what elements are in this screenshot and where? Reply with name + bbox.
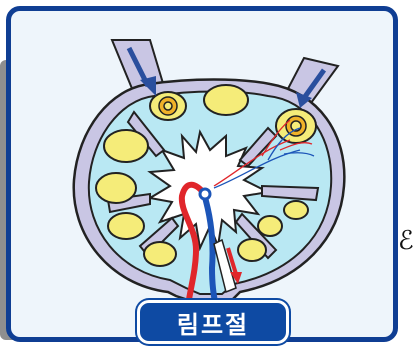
follicle: [104, 130, 148, 162]
follicle: [204, 85, 248, 115]
edge-glyph: ℰ: [398, 226, 414, 256]
follicle: [144, 242, 176, 266]
follicle: [108, 213, 144, 239]
follicle: [284, 201, 308, 219]
follicle: [258, 216, 282, 236]
figure-label: 림프절: [177, 305, 249, 340]
follicle: [96, 173, 136, 203]
follicle: [238, 239, 266, 261]
title-badge: 림프절: [137, 300, 289, 344]
